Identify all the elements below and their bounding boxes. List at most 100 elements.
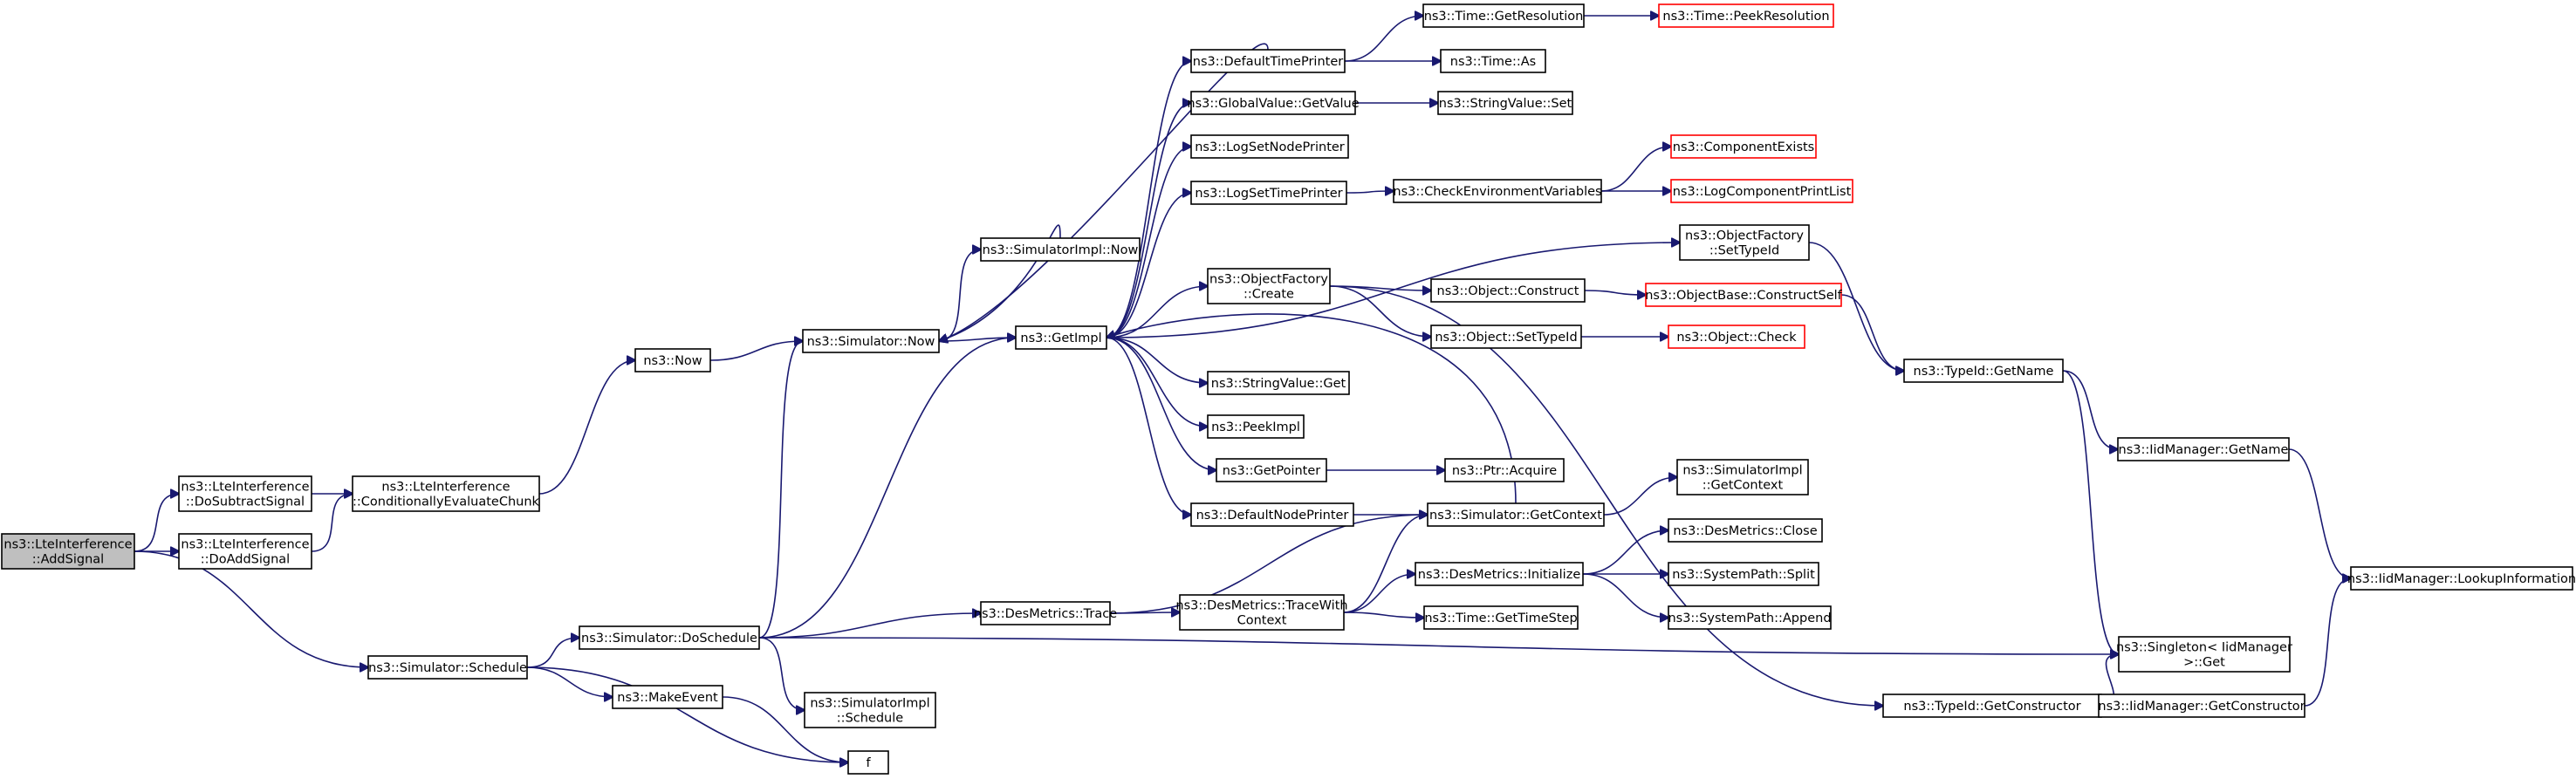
node-box[interactable] bbox=[1670, 179, 1853, 203]
node-box[interactable] bbox=[980, 601, 1111, 625]
node-checkenv[interactable]: ns3::CheckEnvironmentVariables bbox=[1393, 179, 1602, 203]
node-objcheck[interactable]: ns3::Object::Check bbox=[1668, 325, 1805, 349]
node-box[interactable] bbox=[2118, 636, 2291, 673]
node-box[interactable] bbox=[1430, 278, 1586, 303]
node-box[interactable] bbox=[804, 692, 936, 728]
node-box[interactable] bbox=[847, 750, 889, 775]
node-getpointer[interactable]: ns3::GetPointer bbox=[1216, 458, 1327, 482]
node-spappend[interactable]: ns3::SystemPath::Append bbox=[1668, 605, 1832, 630]
node-logsetnode[interactable]: ns3::LogSetNodePrinter bbox=[1190, 134, 1349, 159]
node-box[interactable] bbox=[352, 475, 540, 512]
node-typeidgetctor[interactable]: ns3::TypeId::GetConstructor bbox=[1882, 694, 2102, 718]
node-box[interactable] bbox=[1, 533, 135, 570]
node-objbasecs[interactable]: ns3::ObjectBase::ConstructSelf bbox=[1645, 283, 1843, 307]
node-singletonget[interactable]: ns3::Singleton< IidManager >::Get bbox=[2116, 636, 2292, 673]
node-box[interactable] bbox=[612, 685, 723, 709]
node-iidlookup[interactable]: ns3::IidManager::LookupInformation bbox=[2347, 566, 2576, 591]
node-simimplnow[interactable]: ns3::SimulatorImpl::Now bbox=[980, 237, 1141, 262]
node-ofcreate[interactable]: ns3::ObjectFactory::Create bbox=[1207, 268, 1331, 304]
node-iidgetctor[interactable]: ns3::IidManager::GetConstructor bbox=[2098, 694, 2305, 718]
node-box[interactable] bbox=[2098, 694, 2305, 718]
node-desinit[interactable]: ns3::DesMetrics::Initialize bbox=[1415, 562, 1584, 586]
node-timeas[interactable]: ns3::Time::As bbox=[1440, 49, 1546, 73]
node-root[interactable]: ns3::LteInterference::AddSignal bbox=[1, 533, 135, 570]
node-box[interactable] bbox=[1679, 224, 1810, 261]
node-box[interactable] bbox=[1676, 459, 1809, 495]
node-box[interactable] bbox=[1645, 283, 1842, 307]
node-box[interactable] bbox=[1670, 134, 1817, 159]
node-dosub[interactable]: ns3::LteInterference::DoSubtractSignal bbox=[178, 475, 312, 512]
node-gvgetvalue[interactable]: ns3::GlobalValue::GetValue bbox=[1187, 91, 1360, 115]
node-deftimeprinter[interactable]: ns3::DefaultTimePrinter bbox=[1190, 49, 1346, 73]
node-ofsettypeid[interactable]: ns3::ObjectFactory::SetTypeId bbox=[1679, 224, 1810, 261]
node-box[interactable] bbox=[1437, 91, 1573, 115]
node-typeidgetname[interactable]: ns3::TypeId::GetName bbox=[1903, 359, 2064, 383]
node-box[interactable] bbox=[1422, 3, 1585, 28]
node-simnow[interactable]: ns3::Simulator::Now bbox=[802, 329, 940, 353]
node-simdoschedule[interactable]: ns3::Simulator::DoSchedule bbox=[579, 625, 760, 650]
node-iidgetname[interactable]: ns3::IidManager::GetName bbox=[2117, 437, 2290, 461]
node-box[interactable] bbox=[1190, 181, 1347, 205]
node-simimplgetctx[interactable]: ns3::SimulatorImpl::GetContext bbox=[1676, 459, 1809, 495]
node-svset[interactable]: ns3::StringValue::Set bbox=[1437, 91, 1573, 115]
node-label: ns3::GlobalValue::GetValue bbox=[1187, 97, 1359, 111]
node-box[interactable] bbox=[1393, 179, 1602, 203]
node-box[interactable] bbox=[980, 237, 1141, 262]
node-desclose[interactable]: ns3::DesMetrics::Close bbox=[1668, 518, 1823, 543]
node-logsettime[interactable]: ns3::LogSetTimePrinter bbox=[1190, 181, 1347, 205]
node-box[interactable] bbox=[1658, 3, 1834, 28]
node-f[interactable]: f bbox=[847, 750, 889, 775]
node-objconstruct[interactable]: ns3::Object::Construct bbox=[1430, 278, 1586, 303]
node-box[interactable] bbox=[1190, 91, 1356, 115]
node-condeval[interactable]: ns3::LteInterference::ConditionallyEvalu… bbox=[352, 475, 540, 512]
node-objsettypeid[interactable]: ns3::Object::SetTypeId bbox=[1430, 325, 1582, 349]
node-box[interactable] bbox=[1207, 371, 1350, 395]
node-box[interactable] bbox=[1668, 562, 1819, 586]
node-peekimpl[interactable]: ns3::PeekImpl bbox=[1207, 414, 1305, 439]
node-box[interactable] bbox=[1668, 605, 1832, 630]
node-box[interactable] bbox=[1190, 49, 1346, 73]
node-box[interactable] bbox=[1207, 268, 1331, 304]
node-box[interactable] bbox=[1415, 562, 1584, 586]
node-box[interactable] bbox=[1207, 414, 1305, 439]
node-box[interactable] bbox=[1216, 458, 1327, 482]
node-box[interactable] bbox=[802, 329, 940, 353]
node-box[interactable] bbox=[1668, 325, 1805, 349]
node-timepeekres[interactable]: ns3::Time::PeekResolution bbox=[1658, 3, 1834, 28]
node-box[interactable] bbox=[1423, 605, 1579, 630]
node-destrace[interactable]: ns3::DesMetrics::Trace bbox=[974, 601, 1117, 625]
node-box[interactable] bbox=[178, 475, 312, 512]
node-box[interactable] bbox=[1440, 49, 1546, 73]
node-simimplschedule[interactable]: ns3::SimulatorImpl::Schedule bbox=[804, 692, 936, 728]
node-box[interactable] bbox=[634, 348, 711, 372]
node-svget[interactable]: ns3::StringValue::Get bbox=[1207, 371, 1350, 395]
node-box[interactable] bbox=[1444, 458, 1565, 482]
node-logcompprint[interactable]: ns3::LogComponentPrintList bbox=[1670, 179, 1853, 203]
node-box[interactable] bbox=[1668, 518, 1823, 543]
node-timegetres[interactable]: ns3::Time::GetResolution bbox=[1422, 3, 1585, 28]
node-now[interactable]: ns3::Now bbox=[634, 348, 711, 372]
node-getimpl[interactable]: ns3::GetImpl bbox=[1015, 325, 1107, 350]
node-compexists[interactable]: ns3::ComponentExists bbox=[1670, 134, 1817, 159]
node-simgetctx[interactable]: ns3::Simulator::GetContext bbox=[1427, 502, 1605, 527]
node-box[interactable] bbox=[1903, 359, 2064, 383]
node-box[interactable] bbox=[1190, 134, 1349, 159]
node-box[interactable] bbox=[367, 655, 528, 680]
node-spsplit[interactable]: ns3::SystemPath::Split bbox=[1668, 562, 1819, 586]
node-box[interactable] bbox=[1430, 325, 1582, 349]
node-timegetstep[interactable]: ns3::Time::GetTimeStep bbox=[1423, 605, 1579, 630]
node-box[interactable] bbox=[2117, 437, 2290, 461]
node-defnodeprinter[interactable]: ns3::DefaultNodePrinter bbox=[1190, 502, 1354, 527]
node-ptracquire[interactable]: ns3::Ptr::Acquire bbox=[1444, 458, 1565, 482]
node-box[interactable] bbox=[1190, 502, 1354, 527]
node-box[interactable] bbox=[579, 625, 760, 650]
node-makeevent[interactable]: ns3::MakeEvent bbox=[612, 685, 723, 709]
node-box[interactable] bbox=[2350, 566, 2573, 591]
node-box[interactable] bbox=[1179, 594, 1345, 631]
node-simschedule[interactable]: ns3::Simulator::Schedule bbox=[367, 655, 528, 680]
node-box[interactable] bbox=[1427, 502, 1605, 527]
node-doadd[interactable]: ns3::LteInterference::DoAddSignal bbox=[178, 533, 312, 570]
node-box[interactable] bbox=[1015, 325, 1107, 350]
node-box[interactable] bbox=[178, 533, 312, 570]
